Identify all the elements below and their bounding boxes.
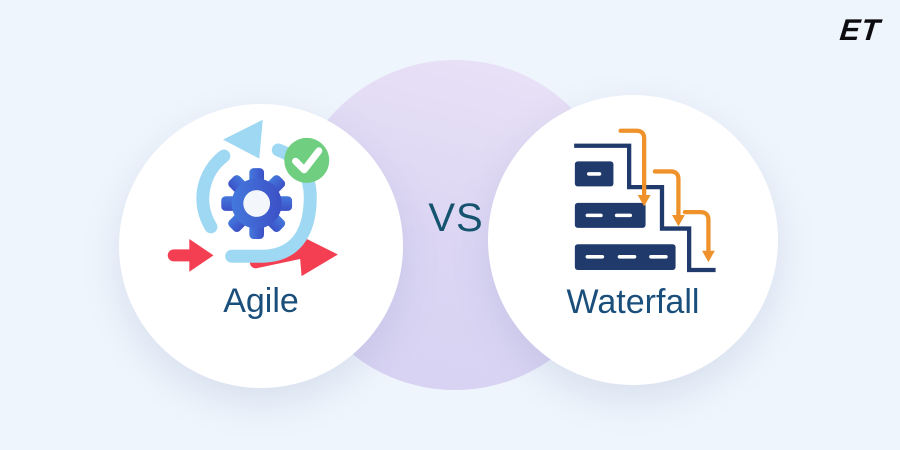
step-line [574, 143, 716, 273]
flow-arrows-icon [618, 128, 715, 263]
phase-block-dashes [585, 172, 668, 259]
agile-label: Agile [223, 282, 299, 320]
agile-cycle-icon [167, 119, 338, 277]
check-badge-icon [284, 137, 330, 183]
brand-logo: ET [837, 14, 882, 47]
waterfall-steps-icon [574, 128, 716, 273]
timeline-arrow-left-icon [167, 238, 214, 272]
waterfall-card: Waterfall [488, 95, 778, 385]
vs-label: VS [428, 196, 484, 240]
waterfall-label: Waterfall [566, 283, 700, 321]
gear-icon [221, 168, 293, 239]
agile-card: Agile [119, 104, 403, 388]
